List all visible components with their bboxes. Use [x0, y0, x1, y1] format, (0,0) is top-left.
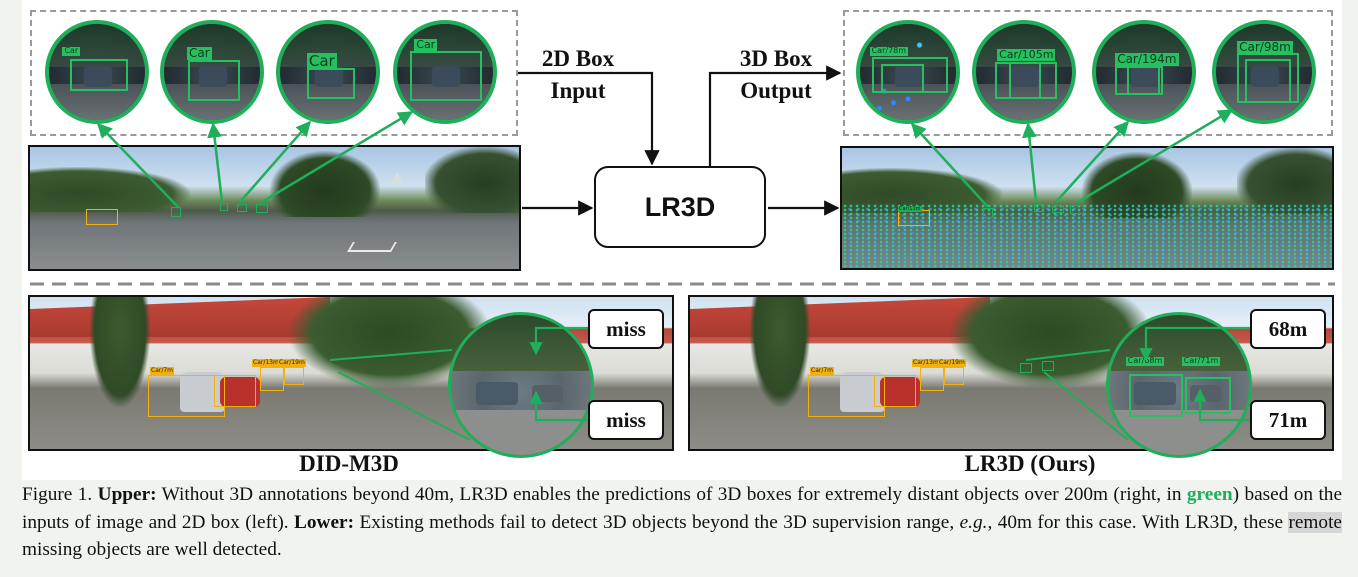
- left-zoom-circle-3: Car: [276, 20, 380, 124]
- left-zoom-circle-2: Car: [160, 20, 264, 124]
- zoom-label: Car/98m: [1237, 40, 1293, 55]
- caption-highlight-word: remote: [1288, 511, 1342, 533]
- right-lower-zoom-circle: Car/68m Car/71m: [1106, 312, 1252, 458]
- near-car-box: [86, 209, 118, 225]
- figure-caption: Figure 1. Upper: Without 3D annotations …: [22, 481, 1342, 564]
- caption-upper-text-b: ) based on the inputs of image and 2D bo…: [22, 484, 1343, 533]
- left-bottom-title: DID-M3D: [299, 451, 399, 476]
- zoom-label: Car/194m: [1115, 51, 1179, 66]
- zoom-label-71: Car/71m: [1181, 356, 1221, 366]
- zoom-label: Car: [187, 46, 212, 61]
- right-bottom-title: LR3D (Ours): [964, 451, 1096, 476]
- left-zoom-circle-1: Car: [45, 20, 149, 124]
- zoom-label-68: Car/68m: [1125, 356, 1165, 366]
- right-dist-top: 68m: [1250, 309, 1326, 349]
- left-input-image: [28, 145, 521, 271]
- zoom-label: Car: [62, 46, 81, 56]
- output-label-line2: Output: [740, 78, 812, 103]
- input-label-line2: Input: [550, 78, 606, 103]
- left-miss-top: miss: [588, 309, 664, 349]
- right-zoom-circle-3: Car/194m: [1092, 20, 1196, 124]
- caption-upper-label: Upper:: [97, 484, 157, 505]
- zoom-label: Car/78m: [869, 46, 909, 56]
- near-car-label: Car/11m: [898, 206, 922, 212]
- right-zoom-circle-1: Car/78m: [856, 20, 960, 124]
- zoom-label: Car/105m: [997, 47, 1056, 62]
- left-zoom-circle-4: Car: [393, 20, 497, 124]
- caption-lower-label: Lower:: [294, 511, 355, 533]
- right-output-image: Car/11m: [840, 146, 1334, 270]
- caption-lower-text-c: missing objects are well detected.: [22, 539, 282, 560]
- caption-green-word: green: [1186, 484, 1233, 505]
- left-lower-zoom-circle: [448, 312, 594, 458]
- caption-upper-text-a: Without 3D annotations beyond 40m, LR3D …: [156, 484, 1187, 505]
- zoom-label: Car: [306, 51, 337, 70]
- right-zoom-circle-4: Car/98m: [1212, 20, 1316, 124]
- left-miss-bottom: miss: [588, 400, 664, 440]
- input-label-line1: 2D Box: [541, 46, 615, 71]
- caption-prefix: Figure 1.: [22, 484, 93, 505]
- zoom-label: Car: [414, 38, 438, 52]
- output-label-line1: 3D Box: [739, 46, 813, 71]
- caption-lower-text-a: Existing methods fail to detect 3D objec…: [354, 511, 960, 533]
- right-dist-bottom: 71m: [1250, 400, 1326, 440]
- caption-lower-text-b: , 40m for this case. With LR3D, these: [987, 511, 1289, 533]
- caption-eg: e.g.: [959, 511, 988, 533]
- lr3d-module: LR3D: [594, 166, 766, 248]
- right-zoom-circle-2: Car/105m: [972, 20, 1076, 124]
